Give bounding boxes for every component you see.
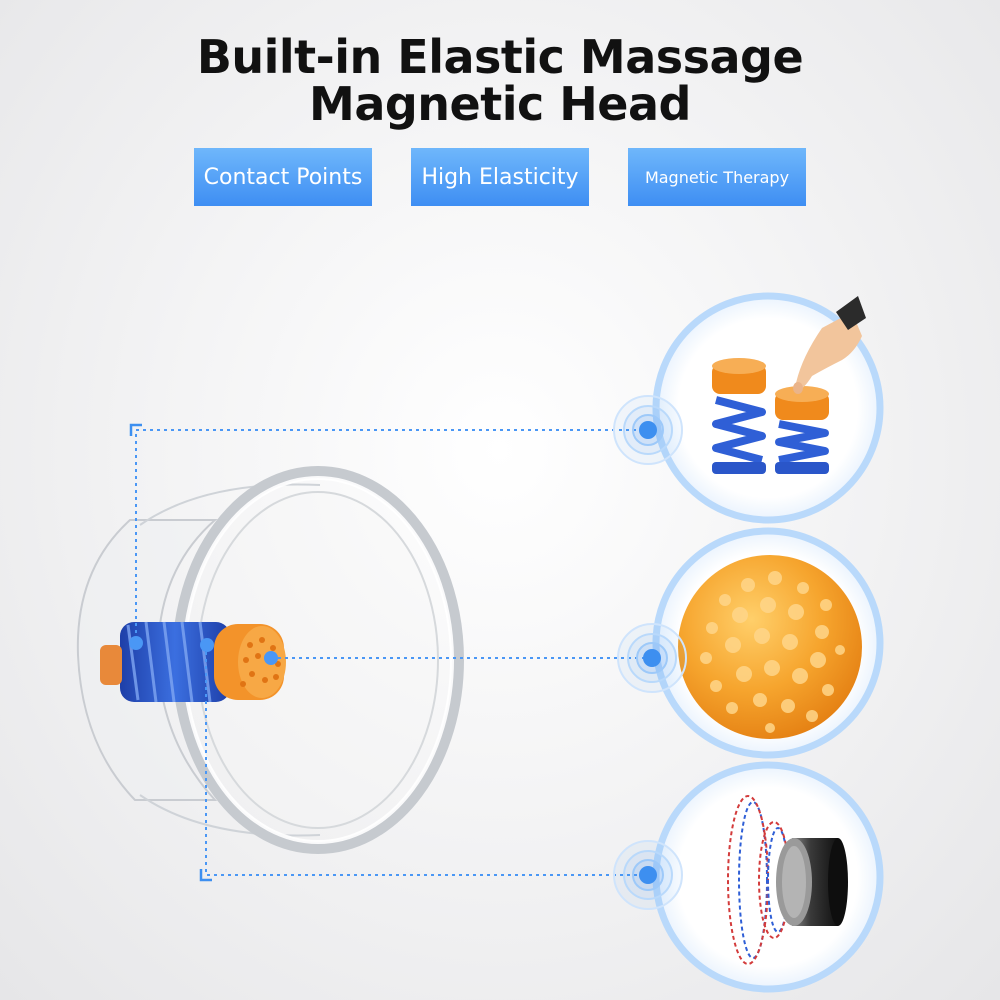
feature-badge-label: Contact Points xyxy=(203,164,363,190)
ripple-marker-bottom xyxy=(613,840,683,910)
ripple-marker-top xyxy=(613,395,683,465)
feature-badge-magnetic-therapy: Magnetic Therapy xyxy=(628,148,806,206)
contact-points-circle xyxy=(652,527,884,759)
title-line-2: Magnetic Head xyxy=(309,77,691,131)
title-line-1: Built-in Elastic Massage xyxy=(196,30,804,84)
magnetic-therapy-circle xyxy=(652,761,884,993)
feature-badge-label: High Elasticity xyxy=(421,164,579,190)
page-title: Built-in Elastic Massage Magnetic Head xyxy=(0,34,1000,128)
feature-badge-contact-points: Contact Points xyxy=(194,148,372,206)
spring-icon-left xyxy=(712,358,766,474)
cupping-cup xyxy=(76,466,464,854)
magnet-icon xyxy=(776,838,848,926)
connector-lines xyxy=(135,429,651,876)
massage-head xyxy=(214,624,286,700)
pressing-hand-icon xyxy=(793,296,866,394)
connector-dots xyxy=(129,636,278,665)
spring-press-circle xyxy=(652,292,884,524)
ripple-marker-middle xyxy=(617,623,687,693)
feature-badge-label: Magnetic Therapy xyxy=(644,167,790,187)
spring-icon-right xyxy=(775,386,829,474)
ball-bumps xyxy=(700,571,845,733)
corner-markers xyxy=(129,423,212,882)
feature-badge-high-elasticity: High Elasticity xyxy=(411,148,589,206)
